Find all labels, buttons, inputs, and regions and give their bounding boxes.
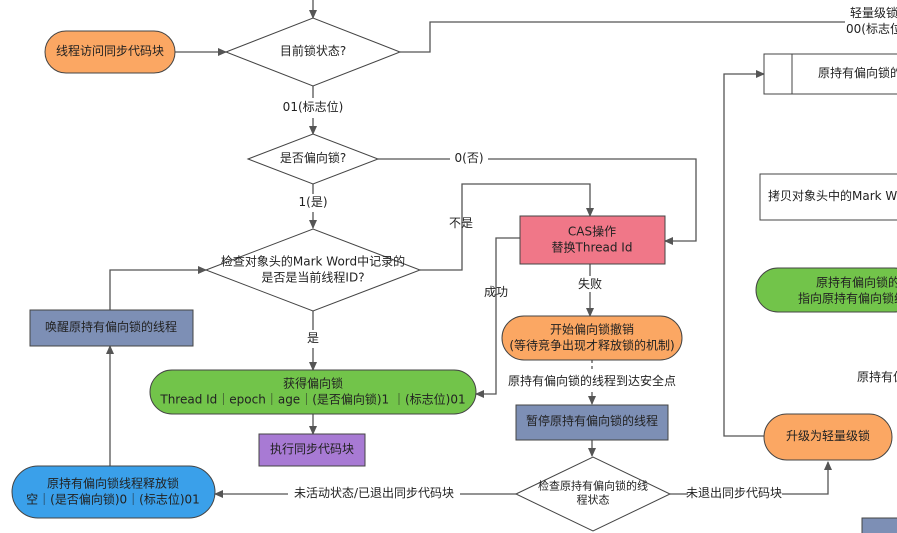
get-biased-detail: Thread Id｜epoch｜age｜(是否偏向锁)1 ｜(标志位)01 (160, 392, 466, 406)
start-label: 线程访问同步代码块 (55, 44, 165, 59)
pause-label: 暂停原持有偏向锁的线程 (525, 414, 659, 429)
pause-node (515, 404, 669, 441)
check-state-line1: 检查原持有偏向锁的线 (538, 479, 648, 493)
wake-thread-label: 唤醒原持有偏向锁的线程 (44, 320, 178, 335)
right-green-node (755, 267, 897, 313)
cas-node (519, 215, 666, 265)
current-state-decision (224, 17, 402, 87)
check-mark-word-decision (204, 228, 422, 312)
release-line2: 空｜(是否偏向锁)0｜(标志位)01 (26, 492, 200, 506)
right-top-label: 原持有偏向锁的线 (818, 66, 897, 81)
check-state-label: 检查原持有偏向锁的线 程状态 (538, 480, 648, 509)
edge-label-success: 成功 (483, 285, 509, 300)
edge-label-inactive: 未活动状态/已退出同步代码块 (293, 486, 455, 501)
edge-label-yes: 是 (306, 331, 320, 346)
is-biased-label: 是否偏向锁? (279, 151, 347, 166)
edge-label-safe-point: 原持有偏向锁的线程到达安全点 (507, 374, 677, 389)
release-label: 原持有偏向锁线程释放锁 空｜(是否偏向锁)0｜(标志位)01 (26, 476, 200, 507)
check-mark-word-line1: 检查对象头的Mark Word中记录的 (220, 254, 406, 269)
revoke-line1: 开始偏向锁撤销 (549, 322, 634, 337)
edge-wake-check (109, 266, 207, 310)
upgrade-node (763, 413, 893, 461)
check-state-decision (514, 456, 672, 532)
right-green-label: 原持有偏向锁的 指向原持有偏向锁线程 (798, 275, 897, 306)
cas-label: CAS操作 替换Thread Id (552, 224, 633, 255)
check-mark-word-label: 检查对象头的Mark Word中记录的 是否是当前线程ID? (221, 254, 405, 285)
release-node (11, 465, 216, 519)
edge-label-fail: 失败 (577, 277, 603, 292)
check-state-line2: 程状态 (576, 494, 610, 507)
copy-mark-box (759, 173, 897, 221)
edge-label-flag00: 00(标志位 (846, 22, 897, 37)
cas-line1: CAS操作 (567, 224, 617, 239)
right-partial-text: 原持有偏 (857, 370, 897, 385)
get-biased-label: 获得偏向锁 Thread Id｜epoch｜age｜(是否偏向锁)1 ｜(标志位… (160, 376, 465, 407)
connector-lines (106, 0, 845, 498)
check-mark-word-line2: 是否是当前线程ID? (261, 270, 365, 284)
edge-label-yes-one: 1(是) (298, 195, 328, 210)
cas-line2: 替换Thread Id (551, 240, 633, 254)
copy-mark-label: 拷贝对象头中的Mark Word到 (768, 189, 897, 204)
is-biased-decision (246, 133, 380, 185)
get-biased-node (149, 369, 477, 415)
wake-thread-node (29, 309, 194, 347)
revoke-node (501, 315, 683, 361)
edge-success (475, 237, 520, 398)
edge-label-no-zero: 0(否) (454, 151, 484, 166)
exec-sync-node (258, 433, 366, 467)
exec-sync-label: 执行同步代码块 (269, 442, 355, 457)
edge-label-not-exited: 未退出同步代码块 (685, 486, 783, 501)
right-green-line1: 原持有偏向锁的 (815, 275, 897, 290)
get-biased-title: 获得偏向锁 (282, 376, 343, 391)
revoke-line2: (等待竞争出现才释放锁的机制) (509, 338, 675, 352)
edge-upgrade-up (723, 70, 765, 437)
revoke-label: 开始偏向锁撤销 (等待竞争出现才释放锁的机制) (509, 322, 674, 353)
edge-not-to-cas (420, 183, 594, 271)
edge-state-to-light (400, 21, 845, 53)
edge-label-light-lock: 轻量级锁 (849, 6, 897, 21)
start-node (44, 30, 176, 74)
edge-no-to-cas (488, 158, 697, 245)
edge-label-not-yes: 不是 (448, 216, 474, 231)
upgrade-label: 升级为轻量级锁 (785, 429, 871, 444)
edge-not-exited-to-upgrade (782, 461, 832, 495)
edge-label-flag01: 01(标志位) (282, 100, 344, 115)
corner-fragment (861, 517, 897, 533)
release-line1: 原持有偏向锁线程释放锁 (46, 476, 180, 491)
current-state-label: 目前锁状态? (279, 44, 347, 59)
right-top-box (763, 53, 897, 95)
right-green-line2: 指向原持有偏向锁线程 (797, 291, 897, 305)
